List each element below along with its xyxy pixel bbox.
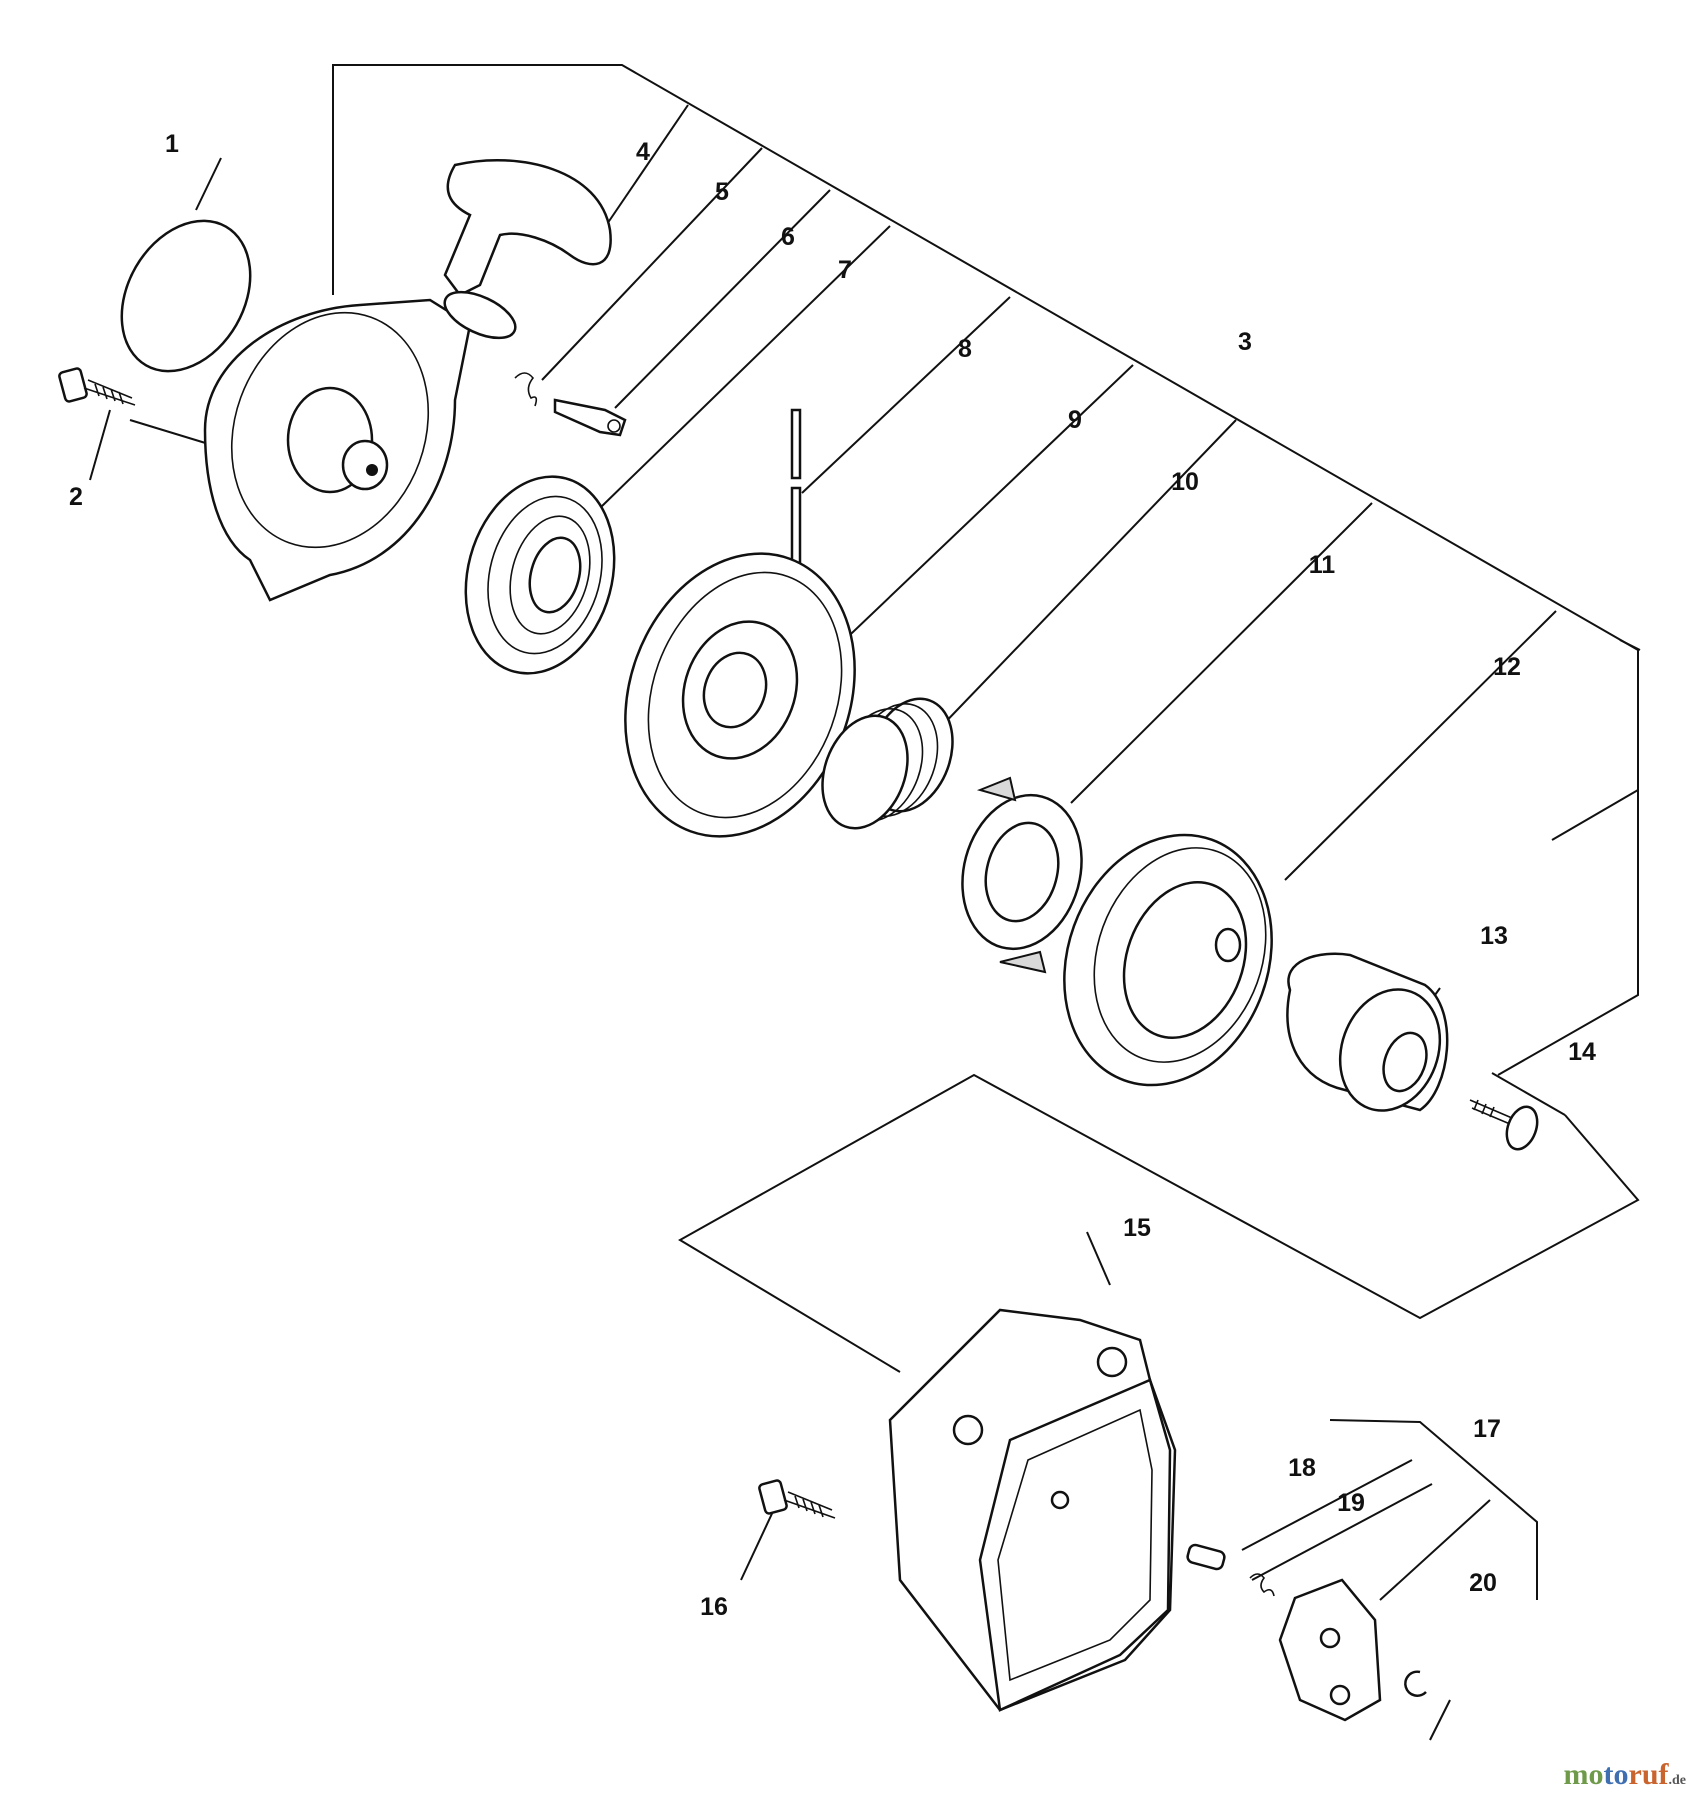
- bolt-part-2: [58, 367, 136, 406]
- callout-14: 14: [1568, 1038, 1596, 1066]
- group-bracket-upper: [332, 64, 1640, 1373]
- starter-drum-part: [1286, 952, 1449, 1112]
- leader-lines: [89, 104, 1641, 1581]
- callout-8: 8: [958, 335, 972, 363]
- callout-4: 4: [636, 138, 650, 166]
- spring-part-19: [1249, 1573, 1275, 1597]
- callout-labels: 1 2 3 4 5 6 7 8 9 10 11 12 13 14 15 16 1…: [69, 130, 1596, 1621]
- callout-2: 2: [69, 483, 83, 511]
- fan-cover-part: [888, 1308, 1177, 1712]
- callout-12: 12: [1493, 653, 1521, 681]
- watermark-part-2: to: [1603, 1758, 1629, 1791]
- callout-1: 1: [165, 130, 179, 158]
- callout-7: 7: [838, 256, 852, 284]
- watermark-part-3: ruf: [1628, 1758, 1669, 1791]
- latch-part-17: [1278, 1578, 1382, 1722]
- bolt-part-16: [758, 1479, 836, 1519]
- callout-18: 18: [1288, 1454, 1316, 1482]
- watermark-suffix: .de: [1668, 1773, 1687, 1788]
- screw-part-14: [1469, 1099, 1539, 1151]
- callout-17: 17: [1473, 1415, 1501, 1443]
- callout-16: 16: [700, 1593, 728, 1621]
- watermark-part-1: mo: [1563, 1758, 1604, 1791]
- o-ring-part: [120, 219, 252, 373]
- callout-9: 9: [1068, 406, 1082, 434]
- callout-6: 6: [781, 223, 795, 251]
- rope-reel-part: [624, 552, 856, 838]
- callout-19: 19: [1337, 1489, 1365, 1517]
- pin-part: [790, 408, 802, 585]
- callout-11: 11: [1309, 551, 1336, 579]
- callout-3: 3: [1238, 328, 1252, 356]
- starter-housing-part: [203, 298, 472, 602]
- pin-part-18: [1186, 1543, 1226, 1571]
- callout-20: 20: [1469, 1569, 1497, 1597]
- recoil-spring-part: [464, 475, 616, 675]
- group-bracket-17: [1241, 1419, 1538, 1741]
- pulley-part: [1063, 833, 1273, 1087]
- pawl-part: [553, 398, 627, 437]
- callout-10: 10: [1171, 468, 1199, 496]
- callout-13: 13: [1480, 922, 1508, 950]
- starter-handle-part: [443, 158, 612, 340]
- ratchet-washer-part: [961, 776, 1083, 974]
- callout-15: 15: [1123, 1214, 1151, 1242]
- coil-spring-part: [821, 697, 954, 830]
- callout-5: 5: [715, 178, 729, 206]
- site-watermark: motoruf.de: [1564, 1758, 1687, 1792]
- clip-part-20: [1404, 1670, 1427, 1697]
- pawl-spring-part: [514, 372, 538, 407]
